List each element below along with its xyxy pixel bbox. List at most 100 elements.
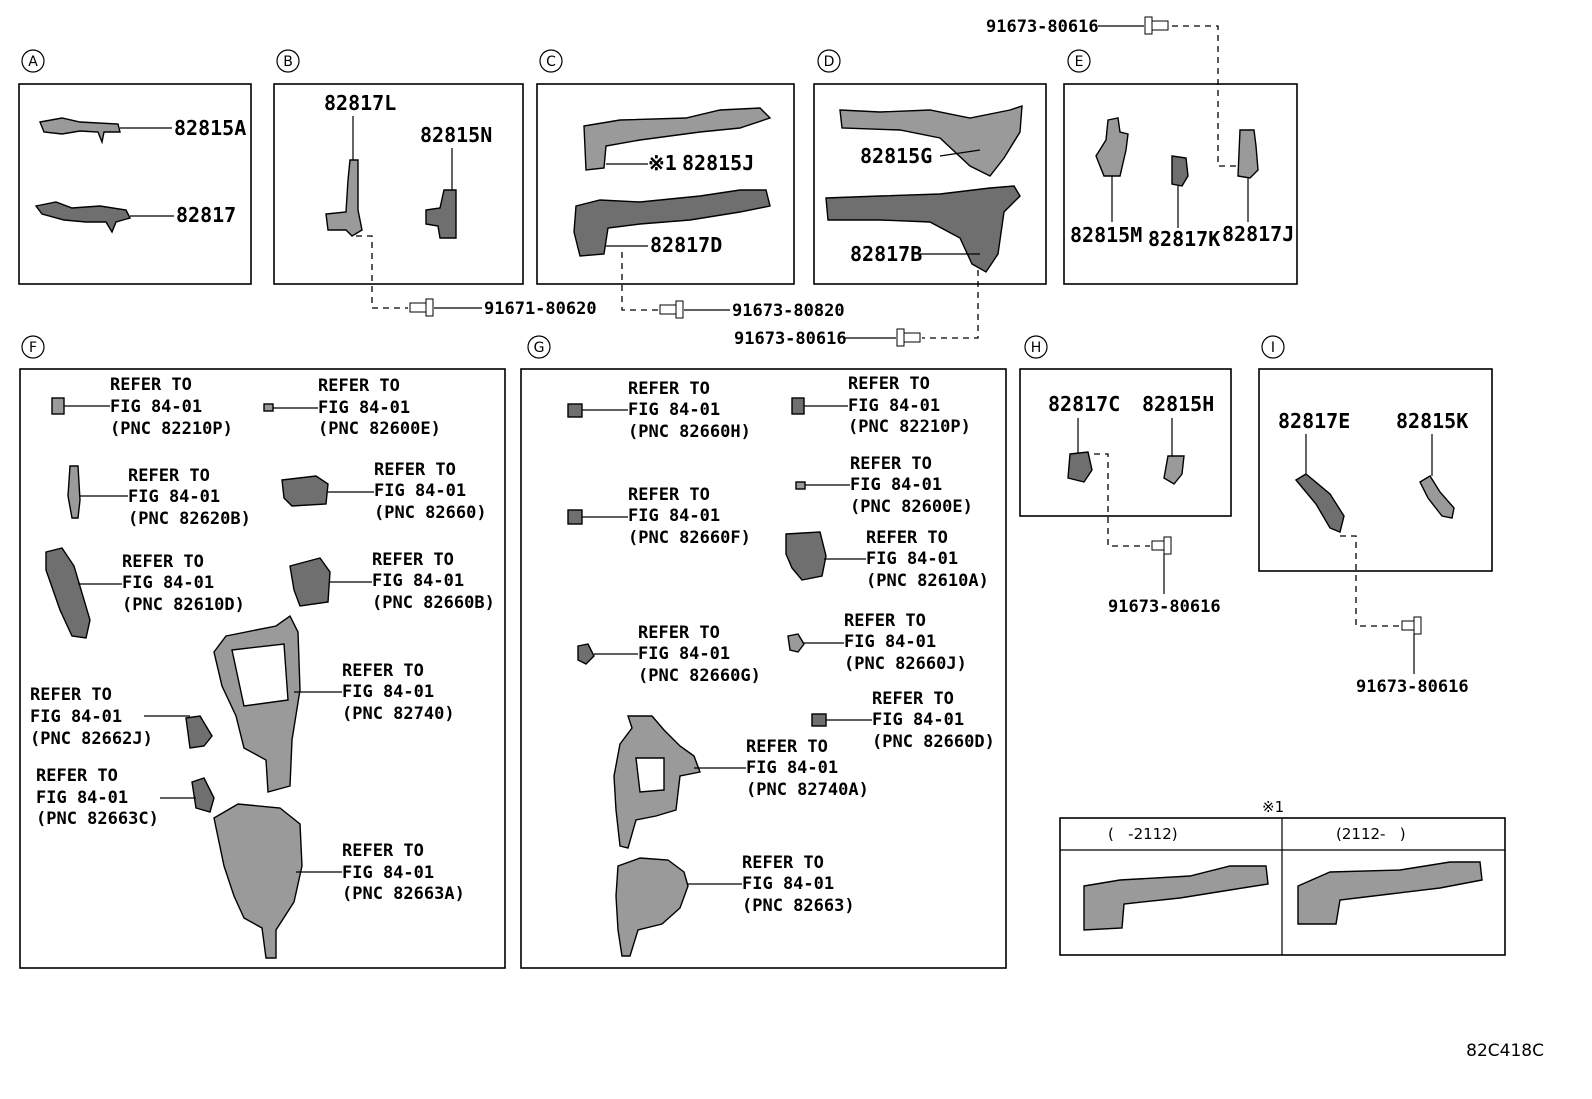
ref-f5-pnc: (PNC 82610D) <box>122 595 245 615</box>
ref-f2-line2: FIG 84-01 <box>318 398 410 418</box>
part-82817c-label: 82817C <box>1048 392 1120 416</box>
part-82817l-label: 82817L <box>324 91 396 115</box>
svg-text:C: C <box>546 54 556 70</box>
ref-f4-line1: REFER TO <box>374 460 456 480</box>
ref-g3-pnc: (PNC 82600E) <box>850 497 973 517</box>
section-label-i: I <box>1261 335 1285 359</box>
ref-f7-pnc: (PNC 82740) <box>342 704 455 724</box>
bracket-82817c-shape <box>1067 451 1093 483</box>
ref-mark-label: ※1 <box>648 151 677 175</box>
ref-f1-pnc: (PNC 82210P) <box>110 419 233 439</box>
part-g5-shape <box>785 531 827 581</box>
part-82817k-label: 82817K <box>1148 227 1220 251</box>
ref-f8-pnc: (PNC 82662J) <box>30 729 153 749</box>
svg-text:E: E <box>1075 54 1084 70</box>
ref-g5-pnc: (PNC 82610A) <box>866 571 989 591</box>
bracket-82817l-shape <box>325 159 363 237</box>
bolt-top-label: 91673-80616 <box>986 17 1099 37</box>
svg-text:G: G <box>534 340 545 356</box>
part-f3-shape <box>67 465 81 519</box>
bracket-82817-shape <box>34 201 132 234</box>
ref-f1-line2: FIG 84-01 <box>110 397 202 417</box>
bolt-i-label: 91673-80616 <box>1356 677 1469 697</box>
part-82815k-label: 82815K <box>1396 409 1468 433</box>
section-label-g: G <box>527 335 551 359</box>
ref-g3-line1: REFER TO <box>850 454 932 474</box>
bracket-82815n-shape <box>425 189 457 239</box>
bracket-82817d-shape <box>573 189 771 257</box>
ref-f5-line1: REFER TO <box>122 552 204 572</box>
ref-g10-line1: REFER TO <box>742 853 824 873</box>
box-i <box>1258 368 1493 572</box>
ref-g2-line1: REFER TO <box>848 374 930 394</box>
ref-f9-pnc: (PNC 82663C) <box>36 809 159 829</box>
part-82817d-label: 82817D <box>650 233 722 257</box>
svg-text:F: F <box>29 340 37 356</box>
ref-g1-line1: REFER TO <box>628 379 710 399</box>
ref-f10-line1: REFER TO <box>342 841 424 861</box>
ref-f1-line1: REFER TO <box>110 375 192 395</box>
ref-g5-line2: FIG 84-01 <box>866 549 958 569</box>
ref-g4-pnc: (PNC 82660F) <box>628 528 751 548</box>
ref-g4-line1: REFER TO <box>628 485 710 505</box>
ref-g6-line1: REFER TO <box>638 623 720 643</box>
ref-g4-line2: FIG 84-01 <box>628 506 720 526</box>
svg-text:D: D <box>824 54 835 70</box>
svg-text:H: H <box>1031 340 1042 356</box>
part-82817-label: 82817 <box>176 203 236 227</box>
ref-f4-line2: FIG 84-01 <box>374 481 466 501</box>
ref-g7-pnc: (PNC 82660J) <box>844 654 967 674</box>
box-g <box>520 368 1007 969</box>
ref-f6-line2: FIG 84-01 <box>372 571 464 591</box>
ref-g10-line2: FIG 84-01 <box>742 874 834 894</box>
ref-f4-pnc: (PNC 82660) <box>374 503 487 523</box>
part-f2-shape <box>263 403 274 412</box>
part-f6-shape <box>289 557 331 607</box>
part-f4-shape <box>281 475 329 507</box>
part-82817b-label: 82817B <box>850 242 922 266</box>
ref-f3-line2: FIG 84-01 <box>128 487 220 507</box>
ref-g2-line2: FIG 84-01 <box>848 396 940 416</box>
part-82815n-label: 82815N <box>420 123 492 147</box>
ref-g8-line1: REFER TO <box>872 689 954 709</box>
bracket-82815g-shape <box>839 105 1023 177</box>
bracket-82815h-shape <box>1163 455 1185 485</box>
box-e <box>1063 83 1298 285</box>
part-g10-shape <box>615 857 689 957</box>
ref-f5-line2: FIG 84-01 <box>122 573 214 593</box>
section-label-d: D <box>817 49 841 73</box>
ref-f9-line2: FIG 84-01 <box>36 788 128 808</box>
bracket-82817b-shape <box>825 185 1021 273</box>
bolt-icon <box>1144 16 1169 35</box>
bolt-c-label: 91673-80820 <box>732 301 845 321</box>
bolt-icon <box>659 300 684 319</box>
ref-f9-line1: REFER TO <box>36 766 118 786</box>
part-g1-shape <box>567 403 583 418</box>
ref-g10-pnc: (PNC 82663) <box>742 896 855 916</box>
bracket-82815j-shape <box>583 107 772 171</box>
box-b <box>273 83 524 285</box>
svg-text:I: I <box>1271 340 1275 356</box>
ref-f2-line1: REFER TO <box>318 376 400 396</box>
ref-f7-line1: REFER TO <box>342 661 424 681</box>
part-82815g-label: 82815G <box>860 144 932 168</box>
ref-f3-line1: REFER TO <box>128 466 210 486</box>
ref-g1-line2: FIG 84-01 <box>628 400 720 420</box>
part-g6-shape <box>577 643 595 665</box>
legend-bracket-late-shape <box>1297 861 1483 925</box>
drawing-code: 82C418C <box>1466 1041 1544 1061</box>
ref-g8-line2: FIG 84-01 <box>872 710 964 730</box>
part-82815a-label: 82815A <box>174 116 246 140</box>
ref-f8-line2: FIG 84-01 <box>30 707 122 727</box>
ref-g9-line2: FIG 84-01 <box>746 758 838 778</box>
svg-text:B: B <box>283 54 293 70</box>
section-label-e: E <box>1067 49 1091 73</box>
svg-text:A: A <box>28 54 38 70</box>
ref-g9-pnc: (PNC 82740A) <box>746 780 869 800</box>
bolt-h-label: 91673-80616 <box>1108 597 1221 617</box>
part-g3-shape <box>795 481 806 490</box>
section-label-f: F <box>21 335 45 359</box>
part-g4-shape <box>567 509 583 525</box>
ref-f3-pnc: (PNC 82620B) <box>128 509 251 529</box>
ref-f8-line1: REFER TO <box>30 685 112 705</box>
